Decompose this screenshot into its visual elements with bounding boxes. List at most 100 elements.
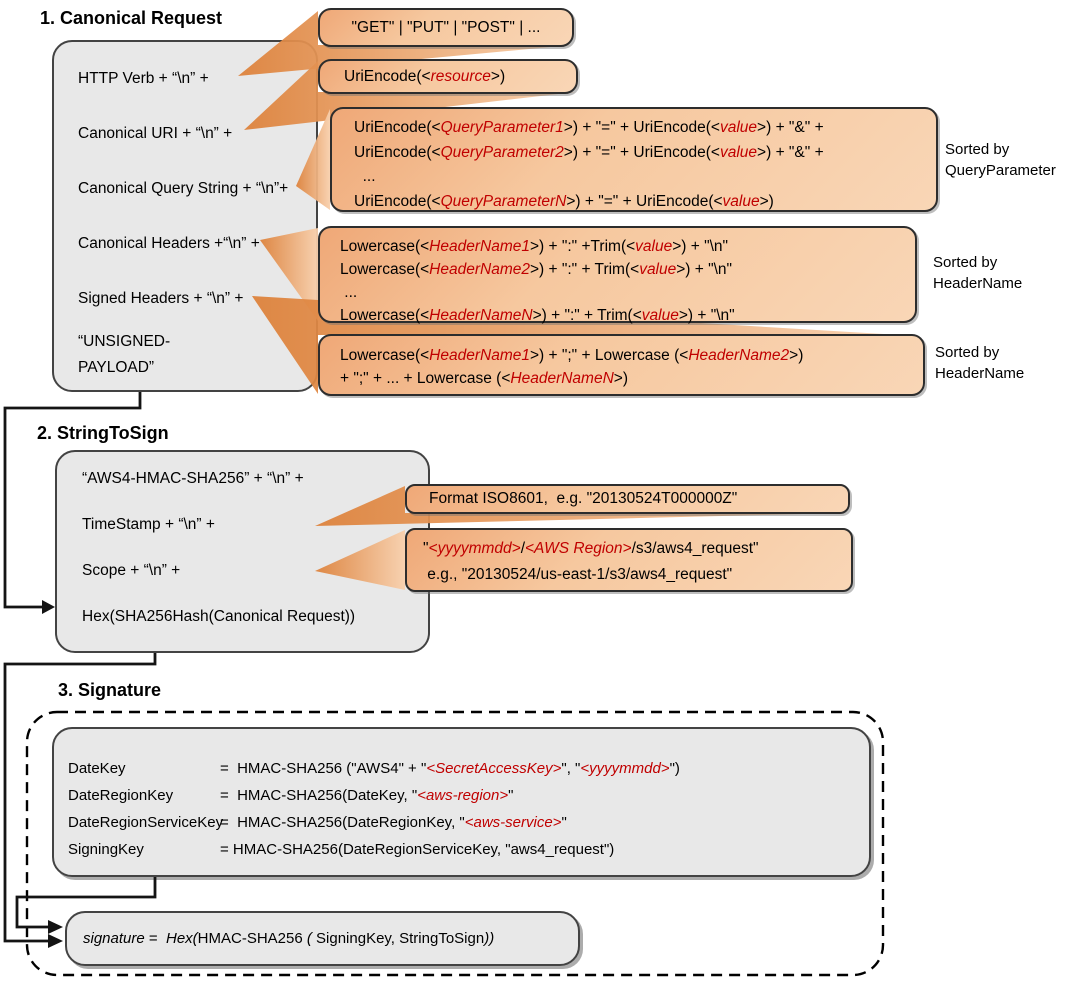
text-segment: Hex(	[165, 929, 198, 947]
text-segment: Format ISO8601, e.g. "20130524T000000Z"	[429, 490, 738, 507]
text-segment: >)	[759, 192, 774, 210]
signing-key-row: SigningKey= HMAC-SHA256(DateRegionServic…	[68, 836, 680, 863]
signing-keys-box	[52, 727, 871, 877]
text-segment: "	[561, 814, 567, 831]
text-segment: HeaderNameN	[510, 370, 614, 387]
text-segment: <aws-service>	[464, 814, 562, 831]
signing-key-row: DateRegionServiceKey= HMAC-SHA256(DateRe…	[68, 809, 680, 836]
text-segment: >) + "&" +	[757, 143, 824, 161]
arrowhead-signature-upper	[48, 920, 63, 934]
callout-iso8601-text: Format ISO8601, e.g. "20130524T000000Z"	[429, 490, 737, 508]
text-line: Format ISO8601, e.g. "20130524T000000Z"	[429, 490, 737, 508]
arrowhead-signature-lower	[48, 934, 63, 948]
text-segment: >) + "\n"	[672, 238, 729, 255]
funnel-canonical-uri	[244, 61, 576, 130]
text-segment: <yyyymmdd>	[428, 540, 521, 557]
line-timestamp: TimeStamp + “\n” +	[82, 516, 215, 533]
signing-key-name: DateKey	[68, 760, 126, 777]
text-segment: <aws-region>	[417, 787, 509, 804]
text-segment: ", "	[561, 760, 581, 777]
text-segment: = HMAC-SHA256(DateKey, "	[220, 787, 418, 804]
callout-signed-headers-text: Lowercase(<HeaderName1>) + ";" + Lowerca…	[320, 336, 923, 390]
connector-stringtosign-to-signature	[3, 653, 157, 943]
text-segment: >)	[613, 370, 629, 387]
signature-formula: signature = Hex(HMAC-SHA256 ( SigningKey…	[83, 911, 494, 966]
text-segment: value	[719, 119, 758, 136]
text-line: = HMAC-SHA256(DateKey, "<aws-region>"	[220, 782, 513, 809]
text-segment: HeaderName1	[429, 347, 530, 364]
text-segment: Lowercase(<	[340, 238, 430, 255]
text-segment: value	[635, 238, 673, 255]
signing-key-name: DateRegionKey	[68, 787, 174, 804]
text-segment: QueryParameter2	[440, 143, 564, 161]
line-canonical-uri: Canonical URI + “\n” +	[78, 125, 233, 142]
line-unsigned-payload: “UNSIGNED- PAYLOAD”	[78, 333, 171, 376]
text-segment: >) + "\n"	[678, 307, 735, 324]
section2-title: 2. StringToSign	[37, 423, 169, 443]
text-segment: value	[641, 307, 679, 324]
text-segment: SigningKey, StringToSign	[316, 929, 485, 947]
text-segment: HMAC-SHA256	[197, 929, 307, 947]
note-sorted-by-headername-2: Sorted by HeaderName	[935, 344, 1025, 382]
text-segment: >) + ":" + Trim(<	[529, 261, 640, 278]
text-line: ...	[340, 281, 915, 304]
section1-title: 1. Canonical Request	[40, 8, 223, 28]
text-segment: ...	[340, 284, 358, 301]
text-segment: = HMAC-SHA256 ("AWS4" + "	[220, 760, 427, 777]
text-line: Lowercase(<HeaderName2>) + ":" + Trim(<v…	[340, 258, 915, 281]
funnel-scope	[315, 530, 405, 590]
text-segment: Lowercase(<	[340, 261, 430, 278]
callout-canonical-headers-text: Lowercase(<HeaderName1>) + ":" +Trim(<va…	[320, 228, 915, 327]
text-segment: Lowercase(<	[340, 307, 430, 324]
callout-scope-format-text: "<yyyymmdd>/<AWS Region>/s3/aws4_request…	[407, 530, 851, 588]
text-segment: >) + "=" + UriEncode(<	[563, 143, 720, 161]
connector-request-to-stringtosign	[3, 392, 142, 609]
line-canonical-headers: Canonical Headers +“\n” +	[78, 235, 260, 252]
text-line: "GET" | "PUT" | "POST" | ...	[352, 19, 541, 37]
signing-key-formula: = HMAC-SHA256(DateKey, "<aws-region>"	[220, 782, 513, 809]
funnel-timestamp	[315, 486, 845, 526]
signing-key-formula: = HMAC-SHA256(DateRegionKey, "<aws-servi…	[220, 809, 567, 836]
text-segment: >) + ";" + Lowercase (<	[529, 347, 689, 364]
funnel-canonical-headers	[260, 228, 318, 321]
text-line: e.g., "20130524/us-east-1/s3/aws4_reques…	[423, 562, 851, 588]
callout-query-string-text: UriEncode(<QueryParameter1 >) + "=" + Uri…	[332, 109, 936, 214]
note-sorted-by-queryparameter: Sorted by QueryParameter	[945, 141, 1056, 179]
text-segment: >) + "&" +	[757, 119, 824, 136]
text-segment: =	[144, 929, 166, 947]
signing-key-row: DateKey= HMAC-SHA256 ("AWS4" + "<SecretA…	[68, 755, 680, 782]
line-scope: Scope + “\n” +	[82, 562, 181, 579]
text-segment: + ";" + ... + Lowercase (<	[340, 370, 511, 387]
text-segment: /s3/aws4_request"	[631, 540, 759, 557]
line-http-verb: HTTP Verb + “\n” +	[78, 70, 209, 87]
text-line: = HMAC-SHA256(DateRegionServiceKey, "aws…	[220, 836, 614, 863]
text-segment: HeaderNameN	[429, 307, 533, 324]
text-segment: ...	[354, 168, 376, 185]
text-segment: HeaderName1	[429, 238, 530, 255]
text-segment: "	[508, 787, 514, 804]
text-segment: >)	[789, 347, 804, 364]
callout-uri-encode-text: UriEncode(<resource>)	[344, 68, 505, 86]
note-sorted-by-headername-1: Sorted by HeaderName	[933, 254, 1023, 292]
text-line: Lowercase(<HeaderNameN>) + ":" + Trim(<v…	[340, 304, 915, 327]
signing-key-row: DateRegionKey = HMAC-SHA256(DateKey, "<aw…	[68, 782, 680, 809]
text-segment: value	[719, 143, 758, 161]
text-segment: QueryParameter1	[440, 119, 564, 136]
text-segment: Lowercase(<	[340, 347, 430, 364]
text-line: UriEncode(<QueryParameterN>) + "=" + Uri…	[354, 190, 936, 215]
callout-iso8601: Format ISO8601, e.g. "20130524T000000Z"	[405, 484, 850, 514]
signature-formula-text: signature = Hex(HMAC-SHA256 ( SigningKey…	[83, 926, 494, 952]
text-segment: /	[520, 540, 525, 557]
text-segment: = HMAC-SHA256(DateRegionKey, "	[220, 814, 465, 831]
signature-result-box	[65, 911, 580, 966]
text-segment: value	[722, 192, 760, 210]
callout-scope-format: "<yyyymmdd>/<AWS Region>/s3/aws4_request…	[405, 528, 853, 592]
line-algorithm: “AWS4-HMAC-SHA256” + “\n” +	[82, 470, 304, 487]
text-line: Lowercase(<HeaderName1>) + ";" + Lowerca…	[340, 344, 923, 367]
funnel-http-verb	[238, 11, 572, 76]
text-segment: HeaderName2	[429, 261, 530, 278]
text-segment: UriEncode(<	[354, 119, 441, 136]
text-segment: <AWS Region>	[525, 540, 632, 557]
callout-signed-headers: Lowercase(<HeaderName1>) + ";" + Lowerca…	[318, 334, 925, 396]
